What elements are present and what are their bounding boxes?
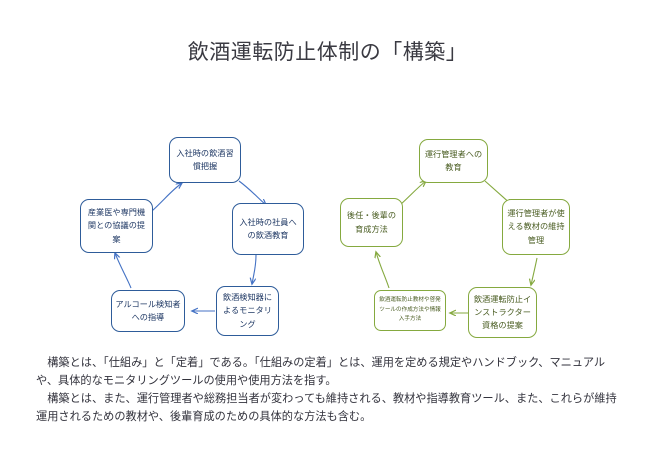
node-label: 入社時の飲酒習慣把握	[176, 148, 234, 171]
paragraph-1: 構築とは、「仕組み」と「定着」である。「仕組みの定着」とは、運用を定める規定やハ…	[36, 357, 606, 388]
node-left-5[interactable]: 産業医や専門機関との協議の提案	[80, 199, 153, 253]
node-left-2[interactable]: 入社時の社員への飲酒教育	[232, 203, 304, 255]
node-label: 飲酒検知器によるモニタリング	[222, 293, 273, 329]
node-label: 後任・後輩の育成方法	[346, 211, 397, 234]
node-label: 飲酒運転防止インストラクター資格の提案	[473, 294, 532, 331]
body-text: 構築とは、「仕組み」と「定着」である。「仕組みの定着」とは、運用を定める規定やハ…	[36, 354, 626, 427]
node-left-1[interactable]: 入社時の飲酒習慣把握	[169, 137, 241, 183]
node-left-3[interactable]: 飲酒検知器によるモニタリング	[216, 286, 279, 336]
paragraph-2: 構築とは、また、運行管理者や総務担当者が変わっても維持される、教材や指導教育ツー…	[36, 393, 617, 424]
node-label: 入社時の社員への飲酒教育	[239, 217, 297, 240]
node-right-3[interactable]: 飲酒運転防止インストラクター資格の提案	[468, 287, 537, 338]
node-left-4[interactable]: アルコール検知者への指導	[111, 290, 185, 332]
node-label: 運行管理者が使える教材の維持管理	[507, 209, 565, 245]
node-label: 飲酒運転防止教材や啓発ツールの作成方法や情報入手方法	[379, 296, 441, 323]
node-right-4[interactable]: 飲酒運転防止教材や啓発ツールの作成方法や情報入手方法	[374, 290, 446, 331]
node-right-1[interactable]: 運行管理者への教育	[419, 139, 488, 183]
node-label: アルコール検知者への指導	[115, 299, 181, 322]
page-title: 飲酒運転防止体制の「構築」	[187, 40, 468, 64]
node-label: 運行管理者への教育	[424, 149, 483, 172]
node-right-5[interactable]: 後任・後輩の育成方法	[340, 198, 403, 247]
node-label: 産業医や専門機関との協議の提案	[87, 208, 146, 244]
node-right-2[interactable]: 運行管理者が使える教材の維持管理	[502, 199, 570, 255]
